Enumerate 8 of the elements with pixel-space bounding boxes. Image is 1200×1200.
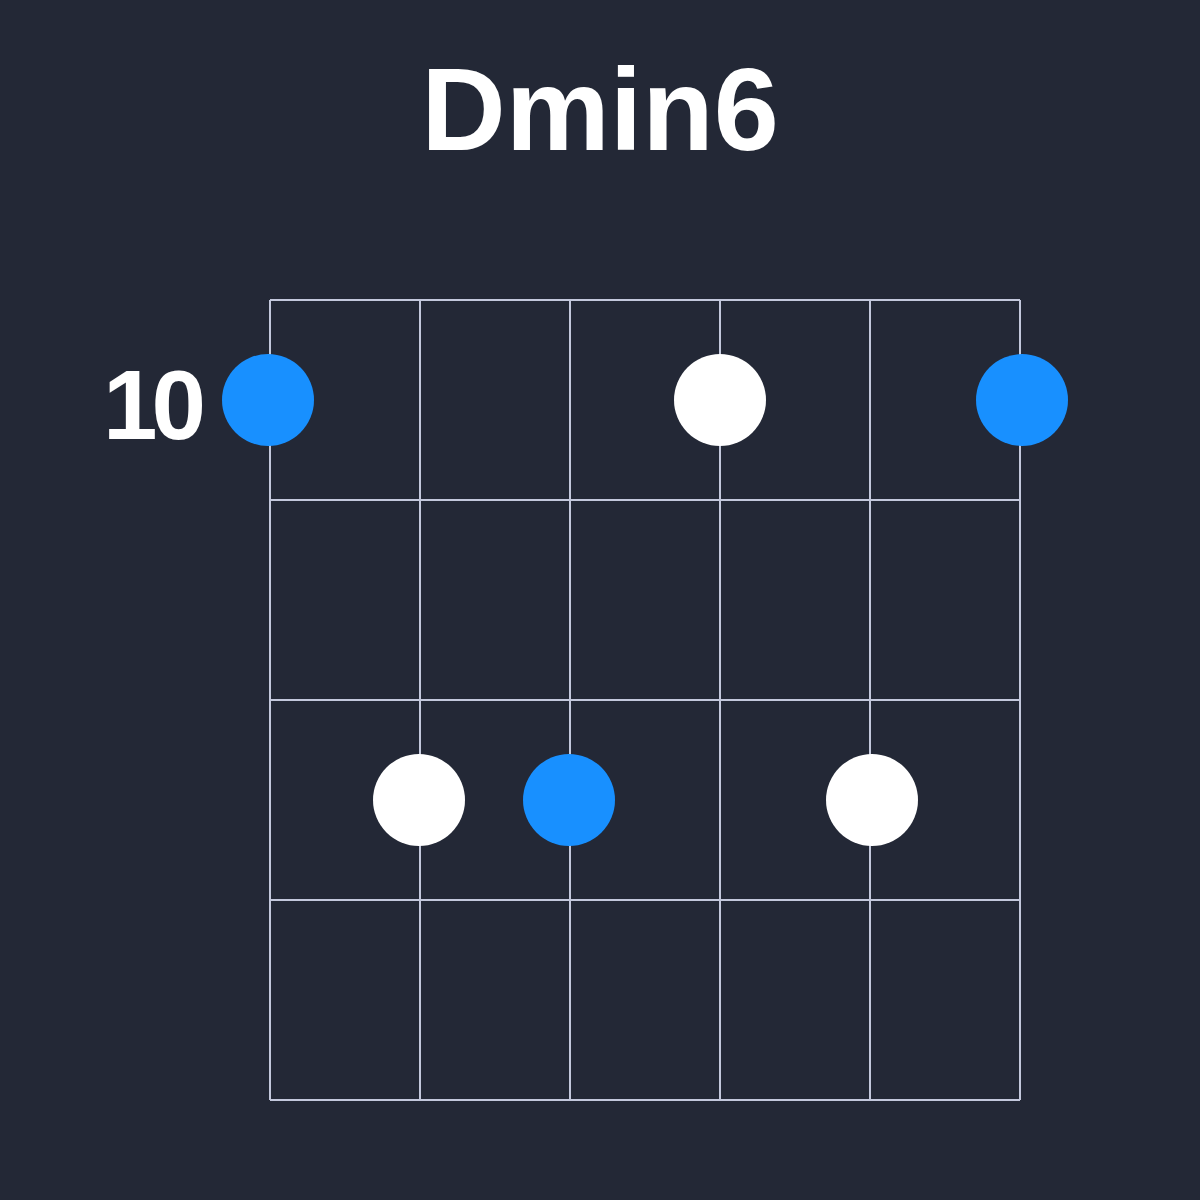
finger-dot-icon [826, 754, 918, 846]
chord-title: Dmin6 [421, 51, 779, 168]
finger-dot-icon [674, 354, 766, 446]
fret-number: 10 [103, 356, 200, 454]
finger-dot-icon [373, 754, 465, 846]
finger-dot-icon [976, 354, 1068, 446]
finger-dot-icon [523, 754, 615, 846]
finger-dot-icon [222, 354, 314, 446]
